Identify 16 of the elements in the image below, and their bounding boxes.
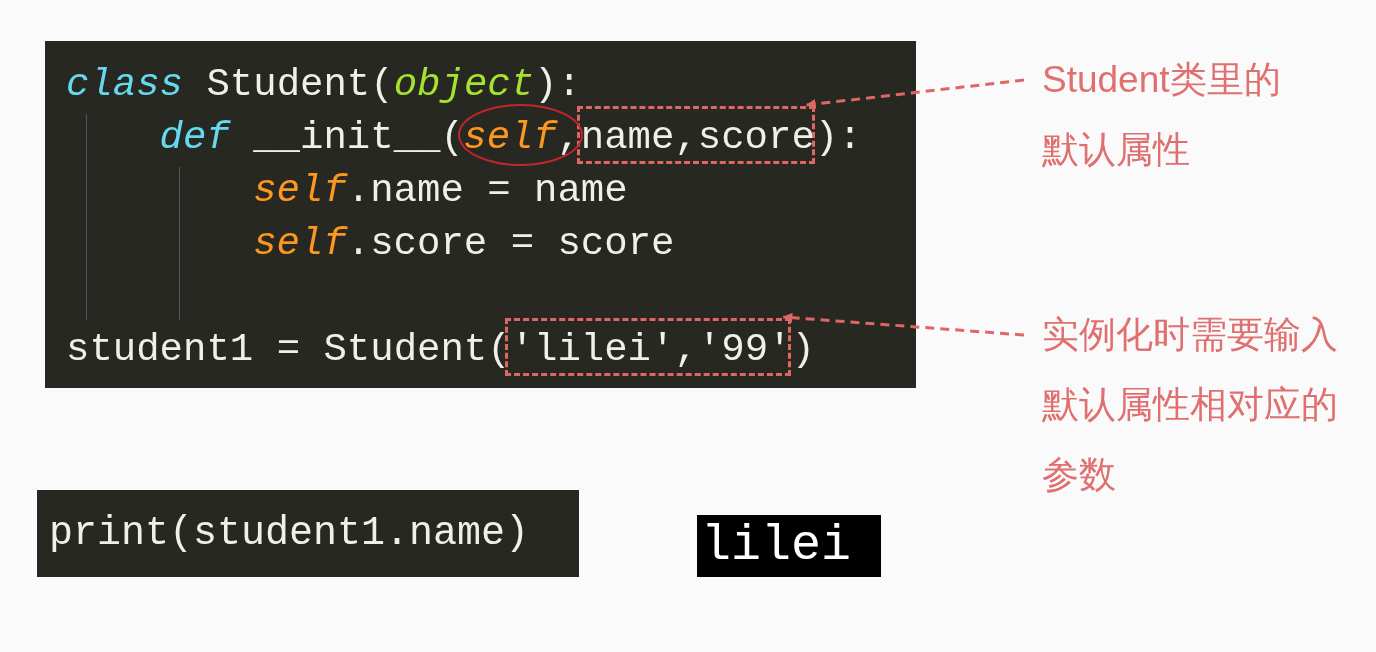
code-line: self.name = name xyxy=(253,168,628,215)
output-text: lilei xyxy=(701,516,852,576)
highlight-circle: self, xyxy=(457,104,584,166)
dashed-highlight-box: name,score xyxy=(577,106,815,164)
dashed-highlight-box: 'lilei','99' xyxy=(504,318,792,376)
annotation-text: Student类里的默认属性 xyxy=(1042,45,1304,185)
code-panel xyxy=(45,41,916,388)
code-line: ): xyxy=(814,115,862,162)
code-panel xyxy=(37,490,579,577)
code-line: self.score = score xyxy=(253,221,675,268)
code-panel xyxy=(697,515,881,577)
code-line: ) xyxy=(791,327,815,374)
annotation-text: 实例化时需要输入默认属性相对应的参数 xyxy=(1042,300,1357,510)
arrow xyxy=(805,78,1025,109)
code-line: print(student1.name) xyxy=(49,510,530,558)
arrow xyxy=(782,312,1025,337)
